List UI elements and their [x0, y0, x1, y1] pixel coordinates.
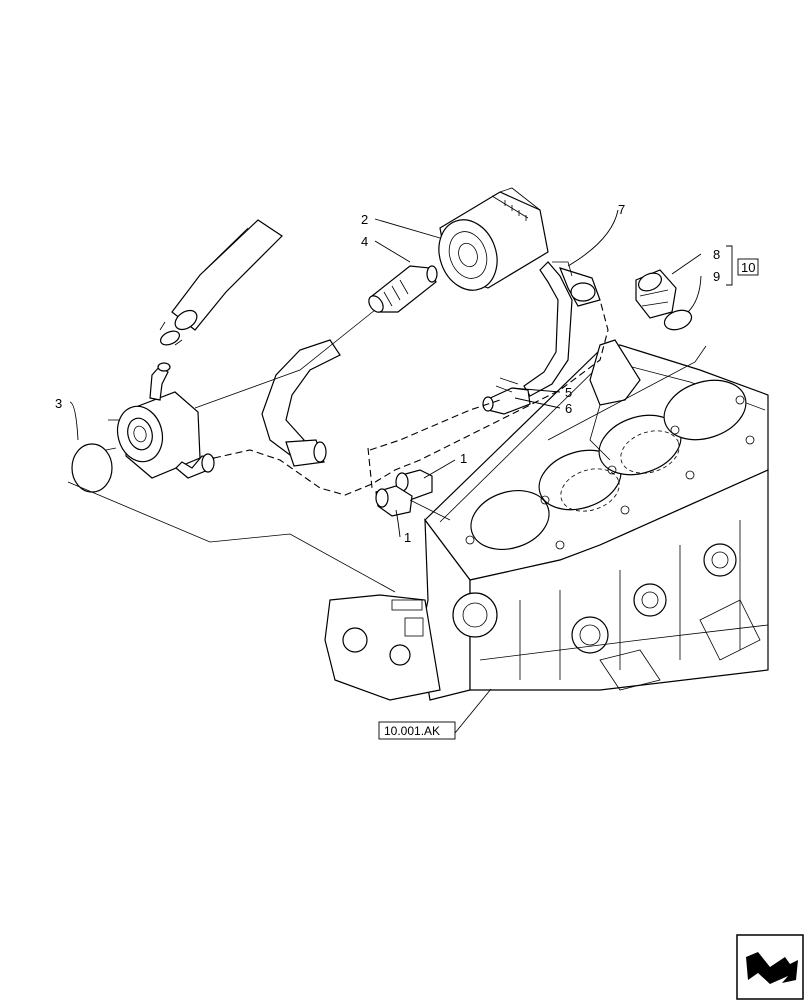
- coolant-hoses: [171, 219, 341, 467]
- callout-10-box: [737, 258, 759, 276]
- callout-6: 6: [565, 401, 572, 416]
- o-ring-3: [71, 443, 113, 493]
- callout-4: 4: [361, 234, 368, 249]
- leader-lines: [69, 209, 733, 734]
- callout-1-upper: 1: [460, 451, 467, 466]
- oil-cooler: [105, 321, 215, 479]
- callout-10: 10: [741, 260, 755, 275]
- routing-lines: [213, 299, 609, 496]
- breather-cap: [635, 269, 677, 319]
- filter-connector: [368, 265, 438, 313]
- reference-label: 10.001.AK: [384, 724, 440, 738]
- callout-5: 5: [565, 385, 572, 400]
- callout-1-lower: 1: [404, 530, 411, 545]
- o-ring-9: [663, 309, 693, 331]
- callout-7: 7: [618, 202, 625, 217]
- reference-box: [378, 721, 456, 740]
- engine-block: [324, 339, 769, 701]
- callout-9: 9: [713, 269, 720, 284]
- oil-filter: [438, 187, 549, 291]
- callout-3: 3: [55, 396, 62, 411]
- assembly-lines: [67, 309, 707, 593]
- callout-8: 8: [713, 247, 720, 262]
- callout-2: 2: [361, 212, 368, 227]
- fittings: [375, 469, 433, 517]
- next-page-arrow-icon[interactable]: [736, 934, 804, 1000]
